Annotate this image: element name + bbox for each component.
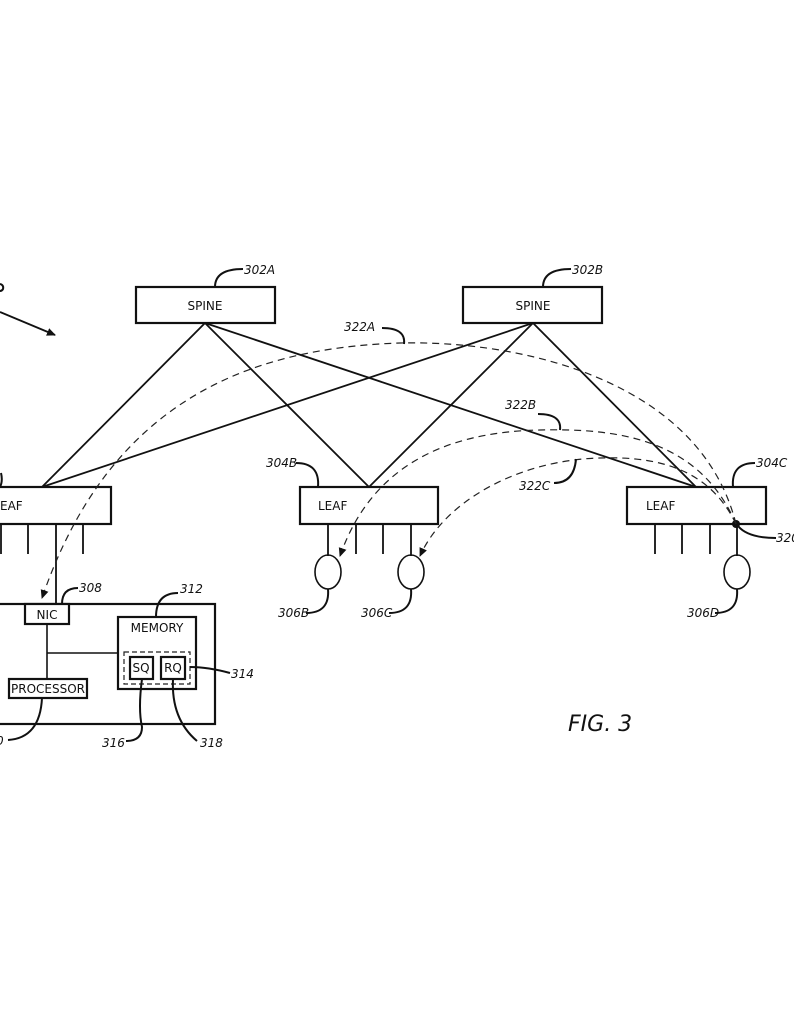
link-spineB-leafB [368,322,534,488]
ref-318: 318 [200,736,223,750]
endpoint-306B: 306B [278,554,342,620]
link-spineB-leafA [41,322,534,488]
leaf-label: LEAF [318,499,347,513]
endpoint-306D: 306D [687,554,751,620]
memory-label: MEMORY [131,621,184,635]
leaf-label: LEAF [646,499,675,513]
ref-308: 308 [79,581,102,595]
ref-processor: 0 [0,734,4,748]
ref-314: 314 [231,667,254,681]
path-322A [40,342,737,599]
leaf-label: EAF [0,499,23,513]
spine-302B: SPINE 302B [461,263,603,325]
ref-306D: 306D [687,606,719,620]
path-322B [338,429,737,557]
rq-label: RQ [164,661,182,675]
memory-312: MEMORY 312 314 SQ RQ 316 318 [102,582,254,750]
ref-322A: 322A [344,320,375,334]
spine-label: SPINE [516,299,551,313]
ref-322C: 322C [519,479,551,493]
leaf-304C: LEAF 304C 320 [625,456,794,556]
fabric-links [41,322,697,488]
ref-304B: 304B [266,456,297,470]
nic-label: NIC [37,608,58,622]
figure-caption: FIG. 3 [568,712,632,737]
ref-312: 312 [180,582,203,596]
ref-304C: 304C [756,456,788,470]
endpoint-306C: 306C [361,554,425,620]
spine-label: SPINE [188,299,223,313]
ref-306C: 306C [361,606,393,620]
link-spineA-leafA [41,322,206,488]
spine-302A: SPINE 302A [134,263,277,325]
partial-ref-fragment [0,283,5,292]
processor-label: PROCESSOR [11,682,85,696]
ref-320: 320 [776,531,794,545]
sq-label: SQ [132,661,149,675]
ref-316: 316 [102,736,125,750]
ref-322B: 322B [505,398,536,412]
processor: PROCESSOR 0 [0,677,89,748]
ref-306B: 306B [278,606,309,620]
leaf-304B: LEAF 304B [266,456,440,556]
path-322C [419,457,737,557]
paths: 322A 322B 322C [40,320,737,599]
host: NIC 308 MEMORY 312 314 SQ RQ 316 318 [0,581,254,750]
ref-302A: 302A [244,263,275,277]
link-spineB-leafC [532,322,697,488]
nic-308: NIC 308 [23,581,102,626]
ref-302B: 302B [572,263,603,277]
partial-arrow [0,311,56,336]
